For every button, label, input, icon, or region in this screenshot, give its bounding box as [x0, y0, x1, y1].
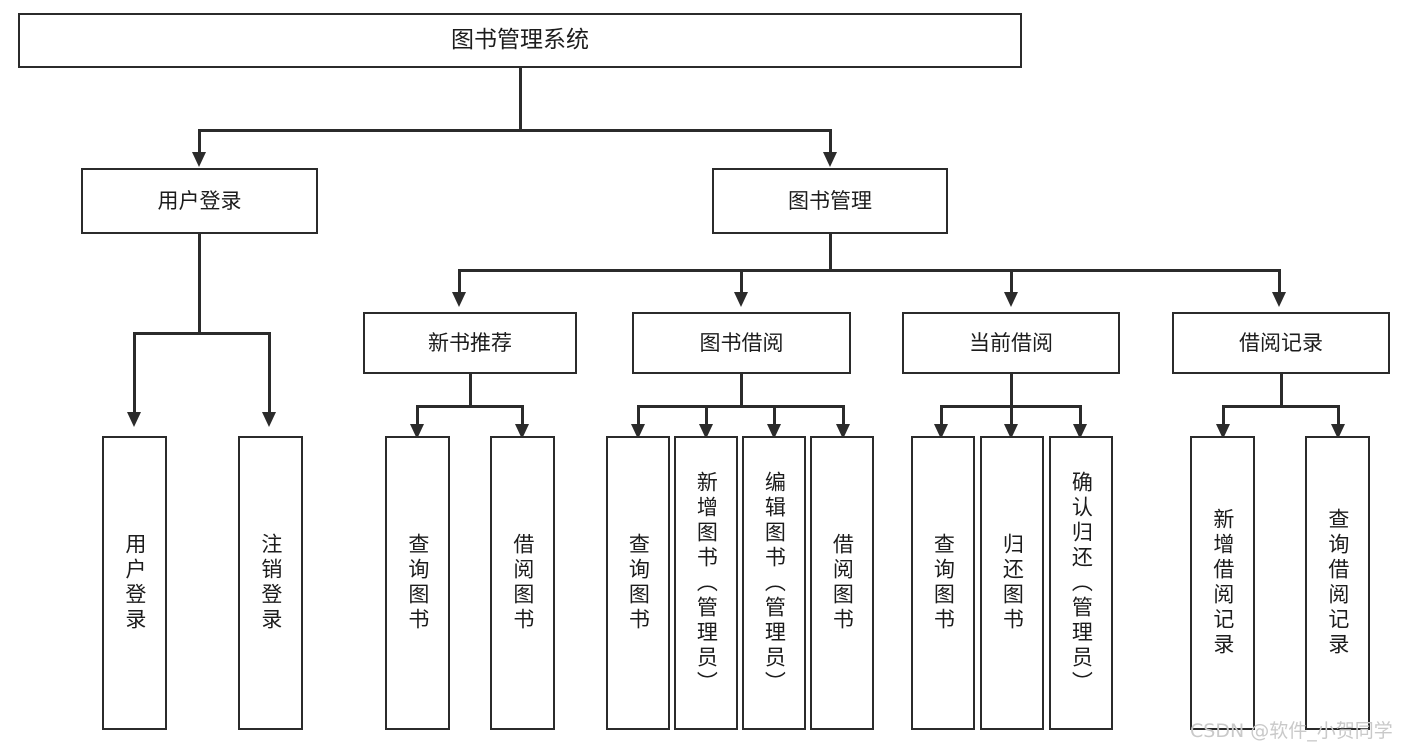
connector-book-manage-drop-4 [1278, 269, 1281, 294]
connector-book-borrow-stem [740, 374, 743, 407]
leaf-logout[interactable]: 注销登录 [238, 436, 303, 730]
connector-root-drop-2 [829, 129, 832, 155]
connector-root-bus [198, 129, 832, 132]
connector-book-manage-drop-3 [1010, 269, 1013, 294]
arrowhead-to-leaf-return-book [1004, 424, 1018, 439]
leaf-query-book-current[interactable]: 查询图书 [911, 436, 975, 730]
node-new-book-recommend[interactable]: 新书推荐 [363, 312, 577, 374]
connector-book-manage-drop-1 [458, 269, 461, 294]
leaf-query-borrow-record[interactable]: 查询借阅记录 [1305, 436, 1370, 730]
leaf-return-book[interactable]: 归还图书 [980, 436, 1044, 730]
arrowhead-to-user-login [192, 152, 206, 167]
connector-new-book-drop-1 [416, 405, 419, 427]
leaf-label: 查询图书 [931, 533, 956, 633]
arrowhead-to-borrow-record [1272, 292, 1286, 307]
leaf-label: 编辑图书（管理员） [762, 470, 787, 696]
leaf-add-book-admin[interactable]: 新增图书（管理员） [674, 436, 738, 730]
connector-borrow-record-drop-2 [1337, 405, 1340, 427]
connector-book-borrow-bus [637, 405, 845, 408]
connector-user-login-bus [133, 332, 270, 335]
arrowhead-to-leaf-query-book-1 [410, 424, 424, 439]
arrowhead-to-new-book [452, 292, 466, 307]
arrowhead-to-leaf-confirm-return [1073, 424, 1087, 439]
leaf-edit-book-admin[interactable]: 编辑图书（管理员） [742, 436, 806, 730]
leaf-label: 借阅图书 [510, 533, 535, 633]
leaf-label: 借阅图书 [830, 533, 855, 633]
arrowhead-to-leaf-edit-book [767, 424, 781, 439]
connector-user-login-drop-2 [268, 332, 271, 414]
arrowhead-to-leaf-add-book [699, 424, 713, 439]
watermark-credit: CSDN @软件_小贺同学 [1190, 720, 1393, 742]
connector-borrow-record-bus [1222, 405, 1339, 408]
node-current-borrow[interactable]: 当前借阅 [902, 312, 1120, 374]
leaf-borrow-book-recommend[interactable]: 借阅图书 [490, 436, 555, 730]
connector-book-borrow-drop-4 [842, 405, 845, 427]
arrowhead-to-leaf-borrow-book-2 [836, 424, 850, 439]
connector-book-borrow-drop-1 [637, 405, 640, 427]
leaf-label: 确认归还（管理员） [1069, 470, 1094, 696]
leaf-label: 归还图书 [1000, 533, 1025, 633]
arrowhead-to-book-borrow [734, 292, 748, 307]
connector-root-drop-1 [198, 129, 201, 155]
arrowhead-to-leaf-query-record [1331, 424, 1345, 439]
connector-current-borrow-drop-3 [1079, 405, 1082, 427]
arrowhead-to-leaf-logout [262, 412, 276, 427]
leaf-label: 查询借阅记录 [1325, 508, 1350, 658]
connector-root-stem [519, 68, 522, 131]
connector-book-manage-stem [829, 234, 832, 272]
arrowhead-to-leaf-query-book-3 [934, 424, 948, 439]
arrowhead-to-leaf-borrow-book-1 [515, 424, 529, 439]
arrowhead-to-book-manage [823, 152, 837, 167]
arrowhead-to-leaf-query-book-2 [631, 424, 645, 439]
connector-user-login-stem [198, 234, 201, 334]
leaf-label: 查询图书 [405, 533, 430, 633]
arrowhead-to-current-borrow [1004, 292, 1018, 307]
connector-book-borrow-drop-2 [705, 405, 708, 427]
connector-borrow-record-drop-1 [1222, 405, 1225, 427]
connector-book-borrow-drop-3 [773, 405, 776, 427]
arrowhead-to-leaf-user-login [127, 412, 141, 427]
node-book-borrow[interactable]: 图书借阅 [632, 312, 851, 374]
connector-current-borrow-stem [1010, 374, 1013, 407]
leaf-label: 查询图书 [626, 533, 651, 633]
connector-book-manage-bus [458, 269, 1280, 272]
leaf-add-borrow-record[interactable]: 新增借阅记录 [1190, 436, 1255, 730]
node-user-login[interactable]: 用户登录 [81, 168, 318, 234]
leaf-label: 用户登录 [122, 533, 147, 633]
node-book-manage[interactable]: 图书管理 [712, 168, 948, 234]
connector-borrow-record-stem [1280, 374, 1283, 407]
connector-new-book-stem [469, 374, 472, 407]
leaf-label: 注销登录 [258, 533, 283, 633]
connector-new-book-bus [416, 405, 523, 408]
leaf-confirm-return-admin[interactable]: 确认归还（管理员） [1049, 436, 1113, 730]
connector-current-borrow-drop-1 [940, 405, 943, 427]
leaf-label: 新增图书（管理员） [694, 470, 719, 696]
connector-user-login-drop-1 [133, 332, 136, 414]
connector-book-manage-drop-2 [740, 269, 743, 294]
connector-new-book-drop-2 [521, 405, 524, 427]
leaf-query-book-recommend[interactable]: 查询图书 [385, 436, 450, 730]
node-root-system[interactable]: 图书管理系统 [18, 13, 1022, 68]
leaf-borrow-book[interactable]: 借阅图书 [810, 436, 874, 730]
leaf-user-login[interactable]: 用户登录 [102, 436, 167, 730]
arrowhead-to-leaf-add-record [1216, 424, 1230, 439]
leaf-label: 新增借阅记录 [1210, 508, 1235, 658]
node-borrow-record[interactable]: 借阅记录 [1172, 312, 1390, 374]
connector-current-borrow-drop-2 [1010, 405, 1013, 427]
leaf-query-book-borrow[interactable]: 查询图书 [606, 436, 670, 730]
